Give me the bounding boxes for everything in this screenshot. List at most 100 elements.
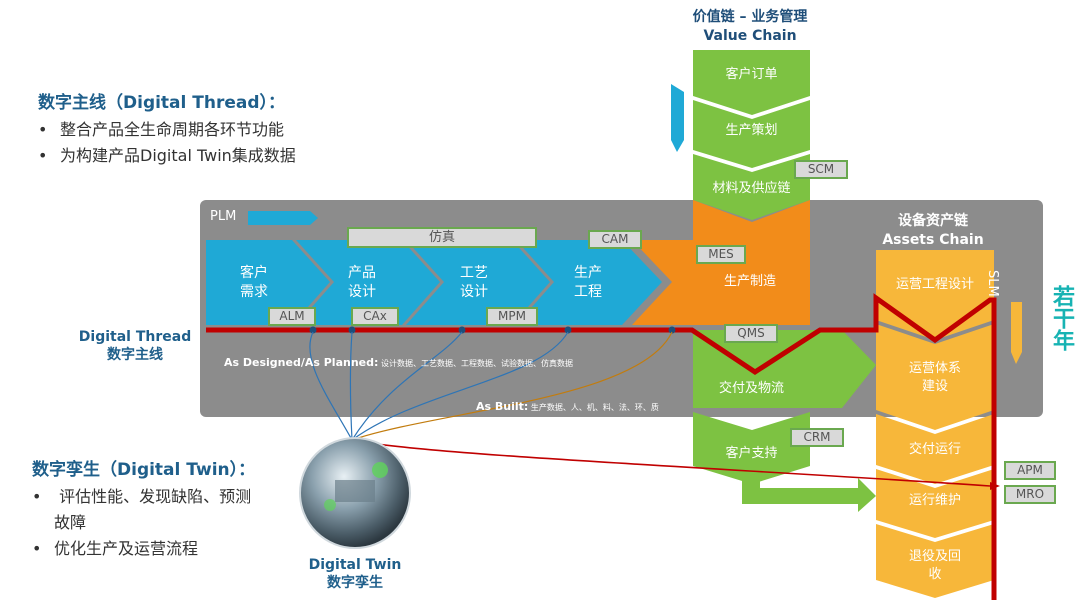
tag-qms: QMS bbox=[724, 324, 778, 343]
as-designed-detail: 设计数据、工艺数据、工程数据、试验数据、仿真数据 bbox=[380, 359, 573, 368]
twin-link-1 bbox=[309, 331, 353, 441]
ac-step-retire-line2: 收 bbox=[928, 567, 942, 582]
tag-mes: MES bbox=[696, 245, 746, 264]
digital-thread-panel-title: 数字主线（Digital Thread）： bbox=[38, 93, 286, 113]
digital-thread-line bbox=[206, 293, 997, 600]
tag-crm: CRM bbox=[790, 428, 844, 447]
plm-label-arrow bbox=[248, 211, 318, 225]
plm-stage-3-line2: 设计 bbox=[460, 284, 488, 300]
digital-twin-caption: Digital Twin 数字孪生 bbox=[295, 556, 415, 592]
tag-mro: MRO bbox=[1004, 485, 1056, 504]
simulation-tag: 仿真 bbox=[347, 227, 537, 248]
plm-stage-product-design: 产品 设计 bbox=[322, 264, 402, 302]
ac-step-system: 运营体系 建设 bbox=[876, 360, 994, 396]
digital-twin-caption-en: Digital Twin bbox=[308, 557, 402, 573]
twin-link-4 bbox=[351, 331, 569, 441]
digital-thread-bullet-2: 为构建产品Digital Twin集成数据 bbox=[38, 143, 398, 169]
plm-stage-1-line2: 需求 bbox=[240, 284, 268, 300]
ac-step-retire: 退役及回 收 bbox=[876, 548, 994, 584]
plm-stage-4-line2: 工程 bbox=[574, 284, 602, 300]
as-built-detail: 生产数据、人、机、料、法、环、质 bbox=[530, 403, 659, 412]
vc-step-supply: 材料及供应链 bbox=[712, 181, 791, 196]
as-built-bold: As Built: bbox=[476, 400, 529, 413]
digital-twin-sphere-machine bbox=[335, 480, 375, 502]
plm-stage-production-eng: 生产 工程 bbox=[548, 264, 628, 302]
digital-thread-label: Digital Thread 数字主线 bbox=[70, 328, 200, 364]
assets-chain-title-en: Assets Chain bbox=[882, 232, 984, 248]
assets-chain-title: 设备资产链 Assets Chain bbox=[868, 212, 998, 250]
plm-stage-1-shape bbox=[206, 240, 330, 325]
ac-step-system-shape bbox=[876, 324, 994, 430]
slm-label: SLM bbox=[985, 270, 1000, 297]
vc-step-order: 客户订单 bbox=[725, 67, 778, 82]
tag-cam: CAM bbox=[588, 230, 642, 249]
vc-step-delivery: 交付及物流 bbox=[718, 381, 784, 396]
value-chain-title-cn: 价值链 – 业务管理 bbox=[692, 9, 808, 25]
digital-twin-panel: 数字孪生（Digital Twin）： 评估性能、发现缺陷、预测 故障 优化生产… bbox=[32, 455, 302, 562]
vc-step-supply-shape bbox=[693, 154, 810, 220]
as-designed-bold: As Designed/As Planned: bbox=[224, 356, 379, 369]
years-label: 若干年 bbox=[1049, 285, 1074, 351]
thread-node-2 bbox=[348, 326, 356, 334]
plm-stage-4-line1: 生产 bbox=[574, 265, 602, 281]
digital-twin-caption-cn: 数字孪生 bbox=[327, 575, 383, 591]
slm-arrow bbox=[1011, 302, 1022, 364]
ac-step-engineering: 运营工程设计 bbox=[895, 277, 974, 292]
plm-stage-1-line1: 客户 bbox=[240, 265, 268, 281]
plm-stage-2-line2: 设计 bbox=[348, 284, 376, 300]
plm-stage-4-shape bbox=[516, 240, 662, 325]
vc-step-manufacturing: 生产制造 bbox=[723, 274, 776, 289]
as-designed-text: As Designed/As Planned: 设计数据、工艺数据、工程数据、试… bbox=[224, 356, 573, 369]
ac-step-retire-shape bbox=[876, 524, 994, 598]
digital-thread-bullet-1: 整合产品全生命周期各环节功能 bbox=[38, 117, 398, 143]
tag-apm: APM bbox=[1004, 461, 1056, 480]
digital-twin-panel-title: 数字孪生（Digital Twin）： bbox=[32, 460, 256, 480]
tag-cax: CAx bbox=[351, 307, 399, 326]
ac-step-system-line1: 运营体系 bbox=[908, 361, 961, 376]
digital-thread-panel: 数字主线（Digital Thread）： 整合产品全生命周期各环节功能 为构建… bbox=[38, 88, 398, 169]
as-built-text: As Built: 生产数据、人、机、料、法、环、质 bbox=[476, 400, 659, 413]
value-chain-title: 价值链 – 业务管理 Value Chain bbox=[660, 8, 840, 46]
ac-step-maintenance: 运行维护 bbox=[908, 493, 961, 508]
ac-step-run-shape bbox=[876, 414, 994, 484]
twin-link-6-arrowhead bbox=[990, 482, 1000, 490]
digital-twin-bullet-1-line2: 故障 bbox=[54, 513, 87, 532]
vc-step-planning-shape bbox=[693, 100, 810, 168]
digital-twin-bullet-1-line1: 评估性能、发现缺陷、预测 bbox=[59, 487, 252, 506]
vc-side-arrow bbox=[671, 84, 684, 152]
assets-chain-title-cn: 设备资产链 bbox=[898, 213, 968, 229]
tag-alm: ALM bbox=[268, 307, 316, 326]
thread-node-4 bbox=[564, 326, 572, 334]
digital-twin-sphere-highlight-1 bbox=[372, 462, 388, 478]
plm-stage-3-line1: 工艺 bbox=[460, 265, 488, 281]
twin-link-6 bbox=[351, 439, 991, 487]
twin-link-5 bbox=[351, 331, 673, 441]
tag-mpm: MPM bbox=[486, 307, 538, 326]
digital-thread-label-en: Digital Thread bbox=[78, 329, 192, 345]
twin-link-3 bbox=[351, 331, 463, 441]
plm-stage-process-design: 工艺 设计 bbox=[434, 264, 514, 302]
digital-thread-label-cn: 数字主线 bbox=[107, 347, 163, 363]
thread-node-3 bbox=[458, 326, 466, 334]
vc-step-planning: 生产策划 bbox=[725, 123, 778, 138]
plm-stage-3-shape bbox=[406, 240, 550, 325]
vc-step-support: 客户支持 bbox=[725, 446, 778, 461]
vc-step-order-shape bbox=[693, 50, 810, 115]
ac-step-run: 交付运行 bbox=[908, 442, 961, 457]
plm-stage-2-shape bbox=[296, 240, 440, 325]
twin-connectors bbox=[309, 331, 991, 487]
tag-scm: SCM bbox=[794, 160, 848, 179]
twin-link-2 bbox=[349, 331, 353, 441]
vc-step-delivery-shape bbox=[693, 330, 876, 408]
ac-step-retire-line1: 退役及回 bbox=[908, 549, 961, 564]
plm-stage-2-line1: 产品 bbox=[348, 265, 376, 281]
digital-twin-sphere-highlight-2 bbox=[324, 499, 336, 511]
support-to-assets-arrow bbox=[742, 470, 876, 512]
plm-stage-customer-needs: 客户 需求 bbox=[214, 264, 294, 302]
plm-label: PLM bbox=[210, 209, 237, 224]
vc-step-support-shape bbox=[693, 412, 810, 484]
digital-twin-bullet-1: 评估性能、发现缺陷、预测 故障 bbox=[32, 484, 302, 536]
thread-node-5 bbox=[668, 326, 676, 334]
digital-twin-bullet-2: 优化生产及运营流程 bbox=[32, 536, 302, 562]
